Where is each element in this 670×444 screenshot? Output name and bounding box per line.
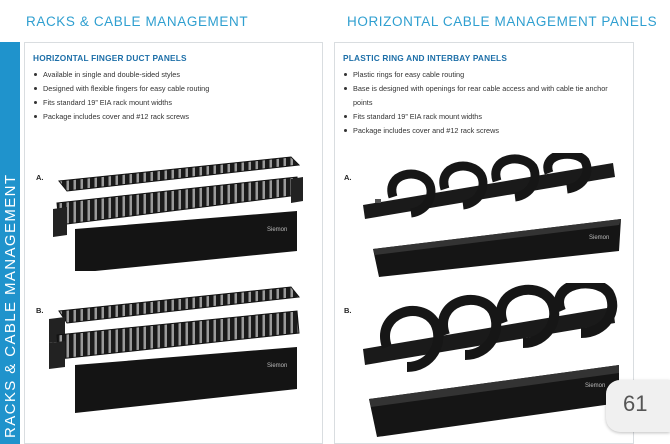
svg-text:Siemon: Siemon <box>589 235 609 241</box>
side-band-text: RACKS & CABLE MANAGEMENT <box>2 173 19 438</box>
page-number-badge: 61 <box>606 380 670 432</box>
finger-duct-panel-b-image: Siemon <box>49 286 300 413</box>
svg-text:Siemon: Siemon <box>585 383 605 389</box>
product-b-label: B. <box>344 306 352 315</box>
svg-text:Siemon: Siemon <box>267 363 287 369</box>
product-b-label: B. <box>36 306 44 315</box>
side-band: RACKS & CABLE MANAGEMENT <box>0 42 20 444</box>
feature-item: Designed with flexible fingers for easy … <box>33 82 209 96</box>
finger-duct-features: Available in single and double-sided sty… <box>33 68 209 124</box>
finger-duct-panel-section: HORIZONTAL FINGER DUCT PANELS Available … <box>24 42 323 444</box>
product-a-label: A. <box>36 173 44 182</box>
section-header-right: HORIZONTAL CABLE MANAGEMENT PANELS <box>347 14 658 29</box>
feature-item: Package includes cover and #12 rack scre… <box>343 124 615 138</box>
finger-duct-panel-a-image: Siemon <box>53 156 303 271</box>
page-number: 61 <box>623 391 648 416</box>
feature-item: Available in single and double-sided sty… <box>33 68 209 82</box>
finger-duct-title: HORIZONTAL FINGER DUCT PANELS <box>33 53 187 63</box>
ring-interbay-panel-section: PLASTIC RING AND INTERBAY PANELS Plastic… <box>334 42 634 444</box>
feature-item: Plastic rings for easy cable routing <box>343 68 615 82</box>
plastic-ring-panel-a-image: Siemon <box>363 153 621 277</box>
interbay-panel-b-image: Siemon <box>363 283 619 437</box>
section-header-left: RACKS & CABLE MANAGEMENT <box>26 14 249 29</box>
ring-interbay-title: PLASTIC RING AND INTERBAY PANELS <box>343 53 508 63</box>
feature-item: Fits standard 19” EIA rack mount widths <box>33 96 209 110</box>
product-a-label: A. <box>344 173 352 182</box>
feature-item: Base is designed with openings for rear … <box>343 82 615 110</box>
svg-text:Siemon: Siemon <box>267 227 287 233</box>
ring-interbay-features: Plastic rings for easy cable routing Bas… <box>343 68 615 138</box>
feature-item: Fits standard 19” EIA rack mount widths <box>343 110 615 124</box>
feature-item: Package includes cover and #12 rack scre… <box>33 110 209 124</box>
